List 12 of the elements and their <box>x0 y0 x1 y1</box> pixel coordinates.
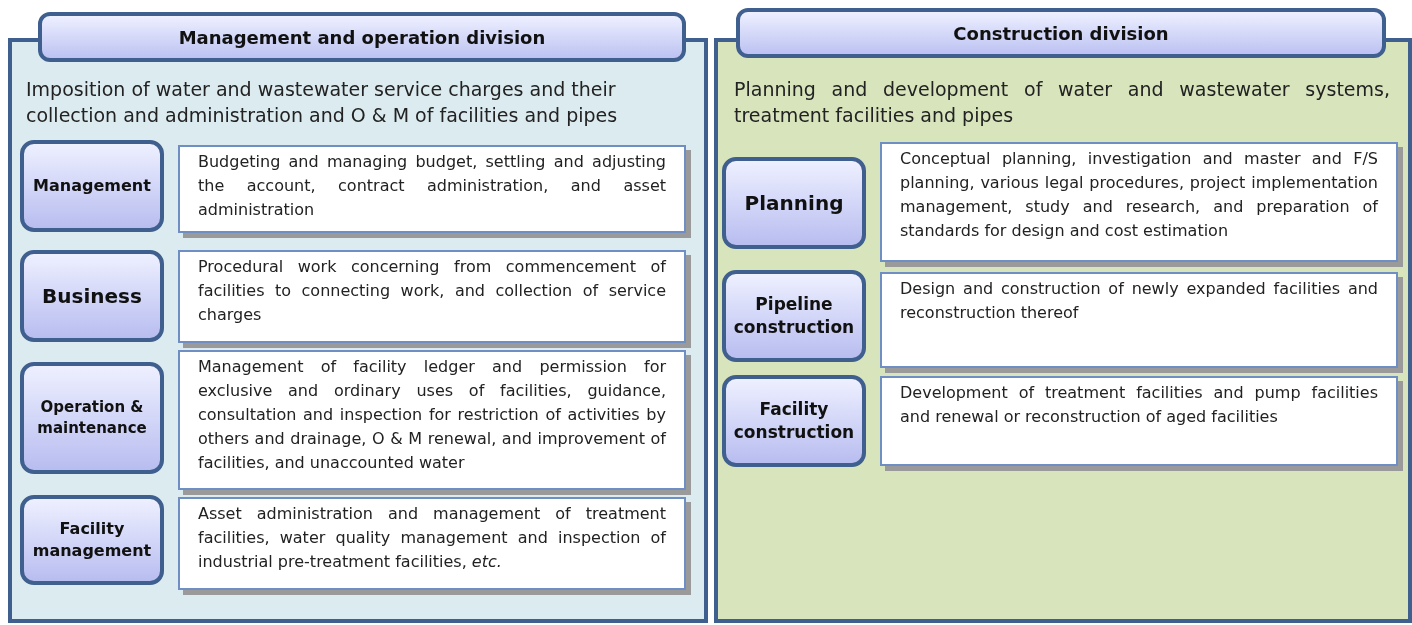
division-description: Planning and development of water and wastewater systems, treatment facilities and pipes <box>734 77 1390 128</box>
section-label-box: Facility management <box>20 495 164 585</box>
division-heading-tab: Construction division <box>736 8 1386 58</box>
division-heading-tab: Management and operation division <box>38 12 686 62</box>
division-description: Imposition of water and wastewater service charges and their collection and administration and O & M of facilities and pipes <box>26 77 619 128</box>
section-label-box: Business <box>20 250 164 342</box>
section-label-box: Operation & maintenance <box>20 362 164 474</box>
section-label-box: Management <box>20 140 164 232</box>
section-label-box: Planning <box>722 157 866 249</box>
section-label-box: Pipeline construction <box>722 270 866 362</box>
division-panel <box>714 38 1412 623</box>
section-label-box: Facility construction <box>722 375 866 467</box>
